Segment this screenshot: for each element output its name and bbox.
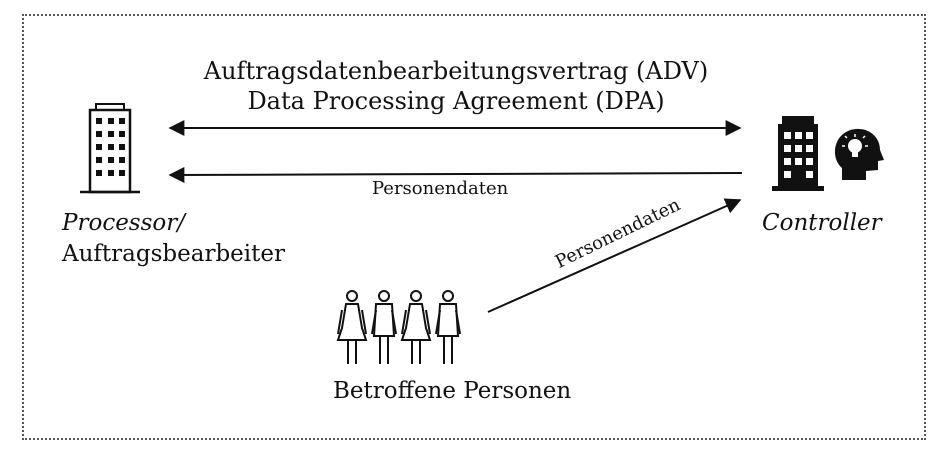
group-of-people-icon (336, 290, 461, 364)
processor-german-label: Auftragsbearbeiter (62, 241, 285, 267)
agreement-title-de: Auftragsdatenbearbeitungsvertrag (ADV) (203, 57, 709, 85)
data-subjects-label: Betroffene Personen (333, 378, 572, 404)
agreement-title-en: Data Processing Agreement (DPA) (247, 87, 665, 115)
head-lightbulb-icon (834, 128, 884, 180)
dotted-frame (22, 14, 926, 440)
processor-role-label: Processor/ (62, 210, 186, 236)
data-flow-in-arrow (487, 198, 742, 313)
data-flow-back-label: Personendaten (372, 178, 509, 199)
controller-label: Controller (762, 210, 882, 236)
office-building-outline-icon (80, 103, 140, 194)
office-building-filled-icon (772, 116, 824, 191)
data-flow-back-arrow (168, 166, 743, 183)
